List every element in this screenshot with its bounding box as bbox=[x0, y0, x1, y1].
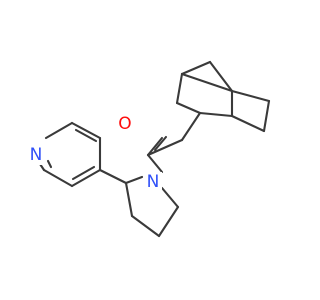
norbornane-ring bbox=[175, 60, 271, 133]
bond bbox=[130, 214, 161, 238]
bond bbox=[124, 175, 144, 185]
bond bbox=[230, 89, 271, 103]
bond bbox=[198, 111, 234, 118]
structure-canvas: O N N bbox=[27, 60, 271, 238]
atom-label-background bbox=[27, 145, 45, 165]
bond bbox=[262, 99, 271, 133]
bond bbox=[208, 60, 234, 93]
acyl-chain bbox=[146, 111, 202, 174]
atom-N-pyrrolidine: N bbox=[144, 172, 162, 192]
bond bbox=[71, 165, 96, 181]
pyrrolidine-nitrogen-label: N bbox=[147, 172, 160, 192]
bond bbox=[175, 72, 184, 105]
bond bbox=[157, 205, 180, 238]
bond bbox=[70, 168, 102, 188]
bond bbox=[160, 186, 180, 209]
bond bbox=[124, 181, 134, 218]
bond bbox=[146, 138, 184, 157]
bond bbox=[153, 135, 168, 152]
bond bbox=[146, 136, 164, 157]
bond bbox=[46, 159, 53, 169]
pyridine-nitrogen-label: N bbox=[30, 145, 43, 165]
bond bbox=[42, 168, 74, 188]
bond bbox=[230, 114, 266, 133]
bond bbox=[175, 101, 202, 115]
atom-label-background bbox=[144, 172, 162, 192]
oxygen-label: O bbox=[118, 114, 131, 134]
atom-N-pyridine: N bbox=[27, 145, 45, 165]
bond bbox=[70, 121, 102, 140]
bond bbox=[180, 72, 234, 93]
atom-O: O bbox=[116, 114, 134, 134]
bond bbox=[74, 128, 98, 143]
bond bbox=[98, 168, 128, 185]
bond bbox=[44, 121, 74, 140]
atom-label-background bbox=[116, 114, 134, 134]
bond bbox=[180, 111, 202, 142]
pyridine-ring bbox=[38, 121, 102, 188]
bond bbox=[180, 60, 212, 76]
bond bbox=[146, 153, 164, 174]
pyrrolidine-ring bbox=[124, 175, 180, 238]
molecule-drawing: O N N bbox=[27, 60, 271, 238]
